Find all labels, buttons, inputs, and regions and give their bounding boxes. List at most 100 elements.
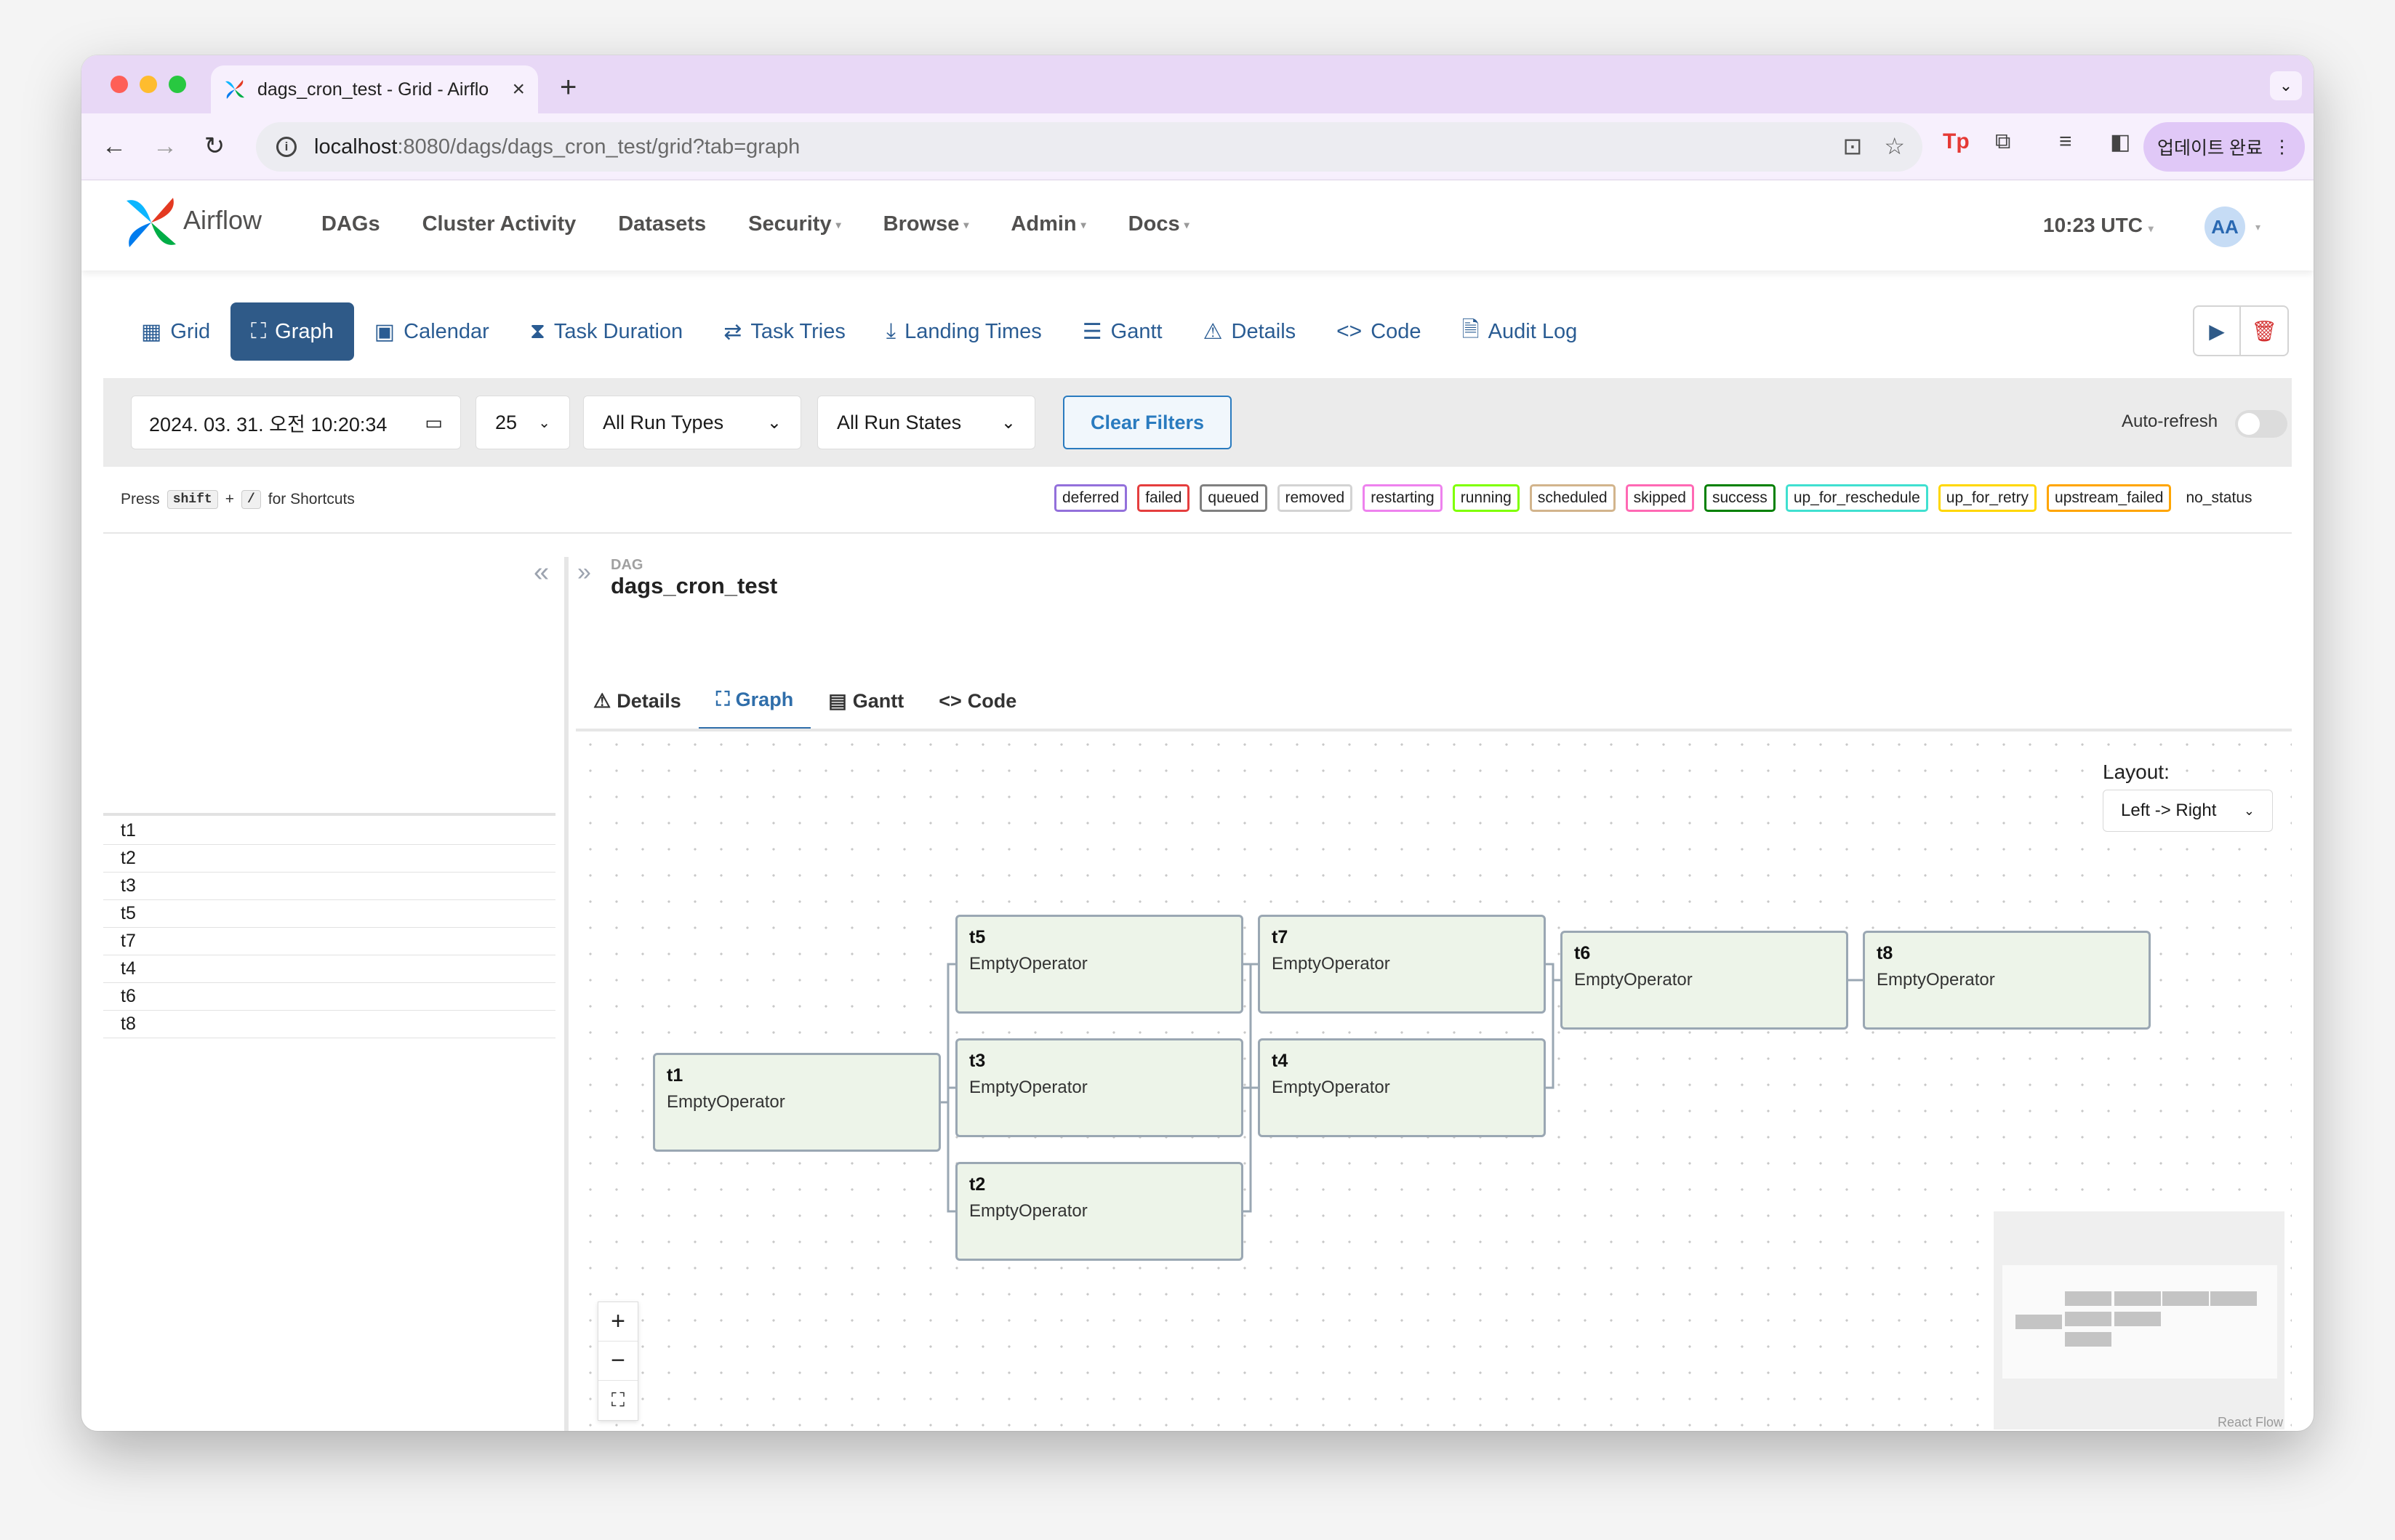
state-badge-no_status[interactable]: no_status [2186, 489, 2252, 506]
clear-filters-button[interactable]: Clear Filters [1063, 396, 1232, 449]
expand-details-icon[interactable]: » [577, 558, 591, 586]
airflow-logo-text[interactable]: Airflow [183, 205, 262, 235]
state-badge-skipped[interactable]: skipped [1625, 484, 1694, 512]
graph-minimap[interactable] [1994, 1211, 2284, 1429]
tab-details[interactable]: ⚠Details [1183, 302, 1317, 361]
calendar-picker-icon[interactable]: ▭ [425, 411, 443, 433]
forward-button[interactable]: → [153, 132, 177, 160]
fit-view-button[interactable]: ⛶ [611, 1389, 625, 1411]
task-row[interactable]: t2 [103, 845, 555, 873]
layout-select[interactable]: Left -> Right ⌄ [2103, 790, 2273, 832]
nav-cluster-activity[interactable]: Cluster Activity [422, 212, 577, 236]
state-badge-up_for_retry[interactable]: up_for_retry [1938, 484, 2037, 512]
update-complete-button[interactable]: 업데이트 완료 ⋮ [2143, 122, 2305, 172]
tab-calendar[interactable]: ▣Calendar [354, 302, 510, 361]
zoom-out-button[interactable]: − [598, 1342, 638, 1381]
state-badge-up_for_reschedule[interactable]: up_for_reschedule [1785, 484, 1928, 512]
airflow-logo-icon[interactable] [122, 193, 180, 252]
nav-browse[interactable]: Browse▾ [883, 212, 969, 236]
minimize-window-button[interactable] [140, 76, 157, 93]
translate-icon[interactable]: ⊡ [1842, 133, 1863, 159]
state-badge-success[interactable]: success [1704, 484, 1776, 512]
edge-t5-t4 [1243, 963, 1258, 1089]
nav-datasets[interactable]: Datasets [618, 212, 706, 236]
delete-dag-button[interactable]: 🗑 [2241, 305, 2289, 356]
tab-label: Grid [170, 319, 211, 343]
reload-button[interactable]: ↻ [204, 132, 225, 160]
node-task-id: t2 [969, 1174, 986, 1195]
num-runs-select[interactable]: 25 ⌄ [476, 396, 570, 449]
nav-admin[interactable]: Admin▾ [1011, 212, 1086, 236]
state-badge-removed[interactable]: removed [1277, 484, 1353, 512]
nav-security[interactable]: Security▾ [748, 212, 841, 236]
detail-tab-graph[interactable]: ⛶Graph [698, 672, 811, 730]
utc-clock[interactable]: 10:23 UTC ▾ [2043, 214, 2154, 236]
state-badge-scheduled[interactable]: scheduled [1529, 484, 1616, 512]
nav-dags[interactable]: DAGs [321, 212, 380, 236]
dag-name-breadcrumb[interactable]: dags_cron_test [611, 573, 778, 598]
trigger-dag-button[interactable]: ▶ [2193, 305, 2241, 356]
chevron-down-icon[interactable]: ▾ [2255, 221, 2261, 233]
tab-graph[interactable]: ⛶Graph [230, 302, 354, 361]
nav-docs[interactable]: Docs▾ [1128, 212, 1190, 236]
auto-refresh-label: Auto-refresh [2122, 412, 2218, 431]
zoom-in-button[interactable]: + [598, 1302, 638, 1342]
tab-task-tries[interactable]: ⇄Task Tries [703, 302, 866, 361]
node-operator: EmptyOperator [969, 954, 1088, 974]
run-state-select[interactable]: All Run States ⌄ [817, 396, 1035, 449]
state-badge-failed[interactable]: failed [1137, 484, 1190, 512]
tab-audit-log[interactable]: 🗎Audit Log [1442, 302, 1598, 361]
media-control-icon[interactable]: ≡ [2059, 129, 2072, 153]
node-operator: EmptyOperator [1877, 970, 1995, 990]
detail-tab-gantt[interactable]: ▤Gantt [811, 672, 921, 730]
tab-code[interactable]: <>Code [1316, 302, 1441, 361]
site-info-icon[interactable]: i [276, 137, 297, 157]
task-row[interactable]: t3 [103, 873, 555, 900]
task-row[interactable]: t1 [103, 817, 555, 845]
task-row[interactable]: t6 [103, 983, 555, 1011]
tab-grid[interactable]: ▦Grid [121, 302, 230, 361]
task-row[interactable]: t4 [103, 955, 555, 983]
panel-resize-handle[interactable] [564, 557, 569, 1431]
maximize-window-button[interactable] [169, 76, 186, 93]
run-type-select[interactable]: All Run Types ⌄ [583, 396, 801, 449]
back-button[interactable]: ← [102, 132, 127, 160]
detail-tab-code[interactable]: <>Code [921, 672, 1034, 730]
state-badge-queued[interactable]: queued [1200, 484, 1267, 512]
state-badge-running[interactable]: running [1452, 484, 1520, 512]
tab-search-icon[interactable]: ⌄ [2270, 71, 2302, 100]
tab-landing-times[interactable]: ⤓Landing Times [866, 302, 1062, 361]
new-tab-button[interactable]: + [560, 71, 577, 103]
base-date-input[interactable]: 2024. 03. 31. 오전 10:20:34 ▭ [131, 396, 461, 449]
task-row[interactable]: t7 [103, 928, 555, 955]
browser-tab[interactable]: dags_cron_test - Grid - Airflo × [211, 65, 538, 113]
state-badge-deferred[interactable]: deferred [1054, 484, 1128, 512]
auto-refresh-toggle[interactable] [2235, 410, 2287, 438]
task-row[interactable]: t5 [103, 900, 555, 928]
tab-task-duration[interactable]: ⧗Task Duration [510, 302, 703, 361]
bookmark-star-icon[interactable]: ☆ [1884, 133, 1905, 159]
extensions-puzzle-icon[interactable]: ⧉ [1995, 129, 2011, 153]
side-panel-icon[interactable]: ◧ [2110, 130, 2131, 154]
close-tab-icon[interactable]: × [512, 77, 525, 101]
tab-gantt[interactable]: ☰Gantt [1062, 302, 1183, 361]
extension-tp-icon[interactable]: Tp [1943, 129, 1970, 153]
close-window-button[interactable] [111, 76, 128, 93]
react-flow-credit[interactable]: React Flow [2218, 1415, 2284, 1429]
user-avatar[interactable]: AA [2205, 206, 2245, 247]
task-row[interactable]: t8 [103, 1011, 555, 1038]
state-badge-upstream_failed[interactable]: upstream_failed [2047, 484, 2172, 512]
collapse-grid-icon[interactable]: « [534, 557, 550, 587]
state-badge-restarting[interactable]: restarting [1363, 484, 1443, 512]
address-bar[interactable]: i localhost:8080/dags/dags_cron_test/gri… [256, 122, 1922, 172]
detail-tab-details[interactable]: ⚠Details [576, 672, 699, 730]
